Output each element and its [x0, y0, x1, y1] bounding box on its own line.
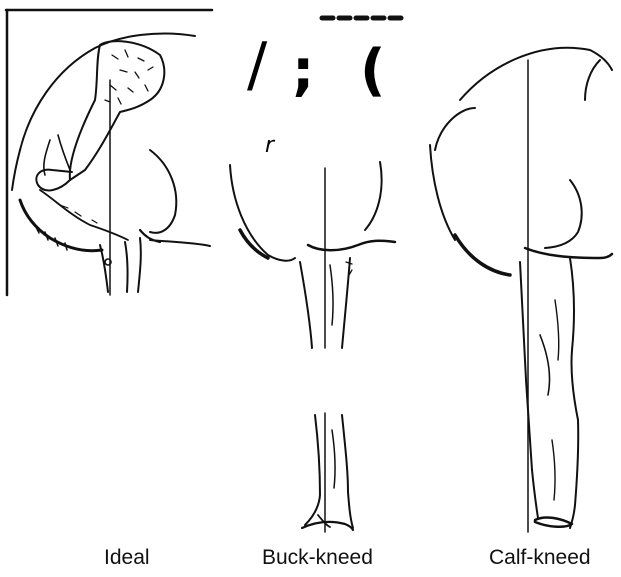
scan-glyph-slash: /: [247, 30, 267, 100]
calf-kneed-leg-drawing: [430, 48, 612, 532]
caption-ideal: Ideal: [104, 546, 150, 570]
ideal-leg-drawing: [6, 10, 212, 295]
caption-buck-kneed: Buck-kneed: [262, 546, 373, 570]
scan-glyph-r: r: [265, 133, 274, 158]
scan-glyph-paren: (: [360, 38, 386, 103]
caption-calf-kneed: Calf-kneed: [489, 546, 591, 570]
scan-glyph-semicolon: ;: [292, 38, 314, 103]
